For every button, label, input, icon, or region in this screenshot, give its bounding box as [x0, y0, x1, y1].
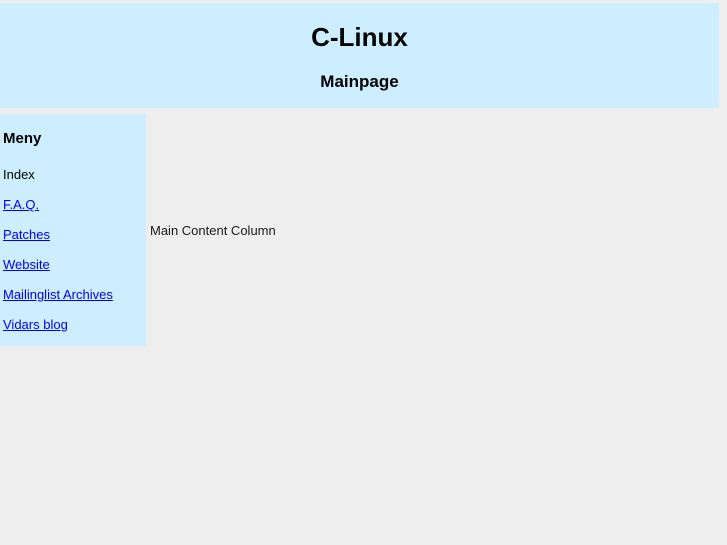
sidebar-item-list: Index F.A.Q. Patches Website Mailinglist… — [0, 160, 146, 340]
sidebar-item-vidars-blog[interactable]: Vidars blog — [0, 310, 146, 340]
main-content-area: Main Content Column — [146, 114, 727, 545]
site-header: C-Linux Mainpage — [0, 3, 719, 108]
page-subtitle: Mainpage — [320, 72, 399, 91]
sidebar-item-website[interactable]: Website — [0, 250, 146, 280]
sidebar-heading: Meny — [3, 130, 42, 147]
sidebar-item-mailinglist-archives[interactable]: Mailinglist Archives — [0, 280, 146, 310]
main-content-text: Main Content Column — [150, 223, 276, 238]
sidebar-item-label-index: Index — [3, 167, 35, 182]
sidebar-item-label-faq[interactable]: F.A.Q. — [3, 197, 40, 212]
site-title: C-Linux — [311, 22, 408, 52]
sidebar-item-patches[interactable]: Patches — [0, 220, 146, 250]
sidebar-item-label-patches[interactable]: Patches — [3, 227, 50, 242]
sidebar-item-label-vidars-blog[interactable]: Vidars blog — [3, 317, 68, 332]
sidebar-item-faq[interactable]: F.A.Q. — [0, 190, 146, 220]
sidebar-menu: Meny Index F.A.Q. Patches Website Mailin… — [0, 114, 146, 346]
sidebar-item-label-mailinglist-archives[interactable]: Mailinglist Archives — [3, 287, 113, 302]
sidebar-item-label-website[interactable]: Website — [3, 257, 50, 272]
sidebar-item-index: Index — [0, 160, 146, 190]
